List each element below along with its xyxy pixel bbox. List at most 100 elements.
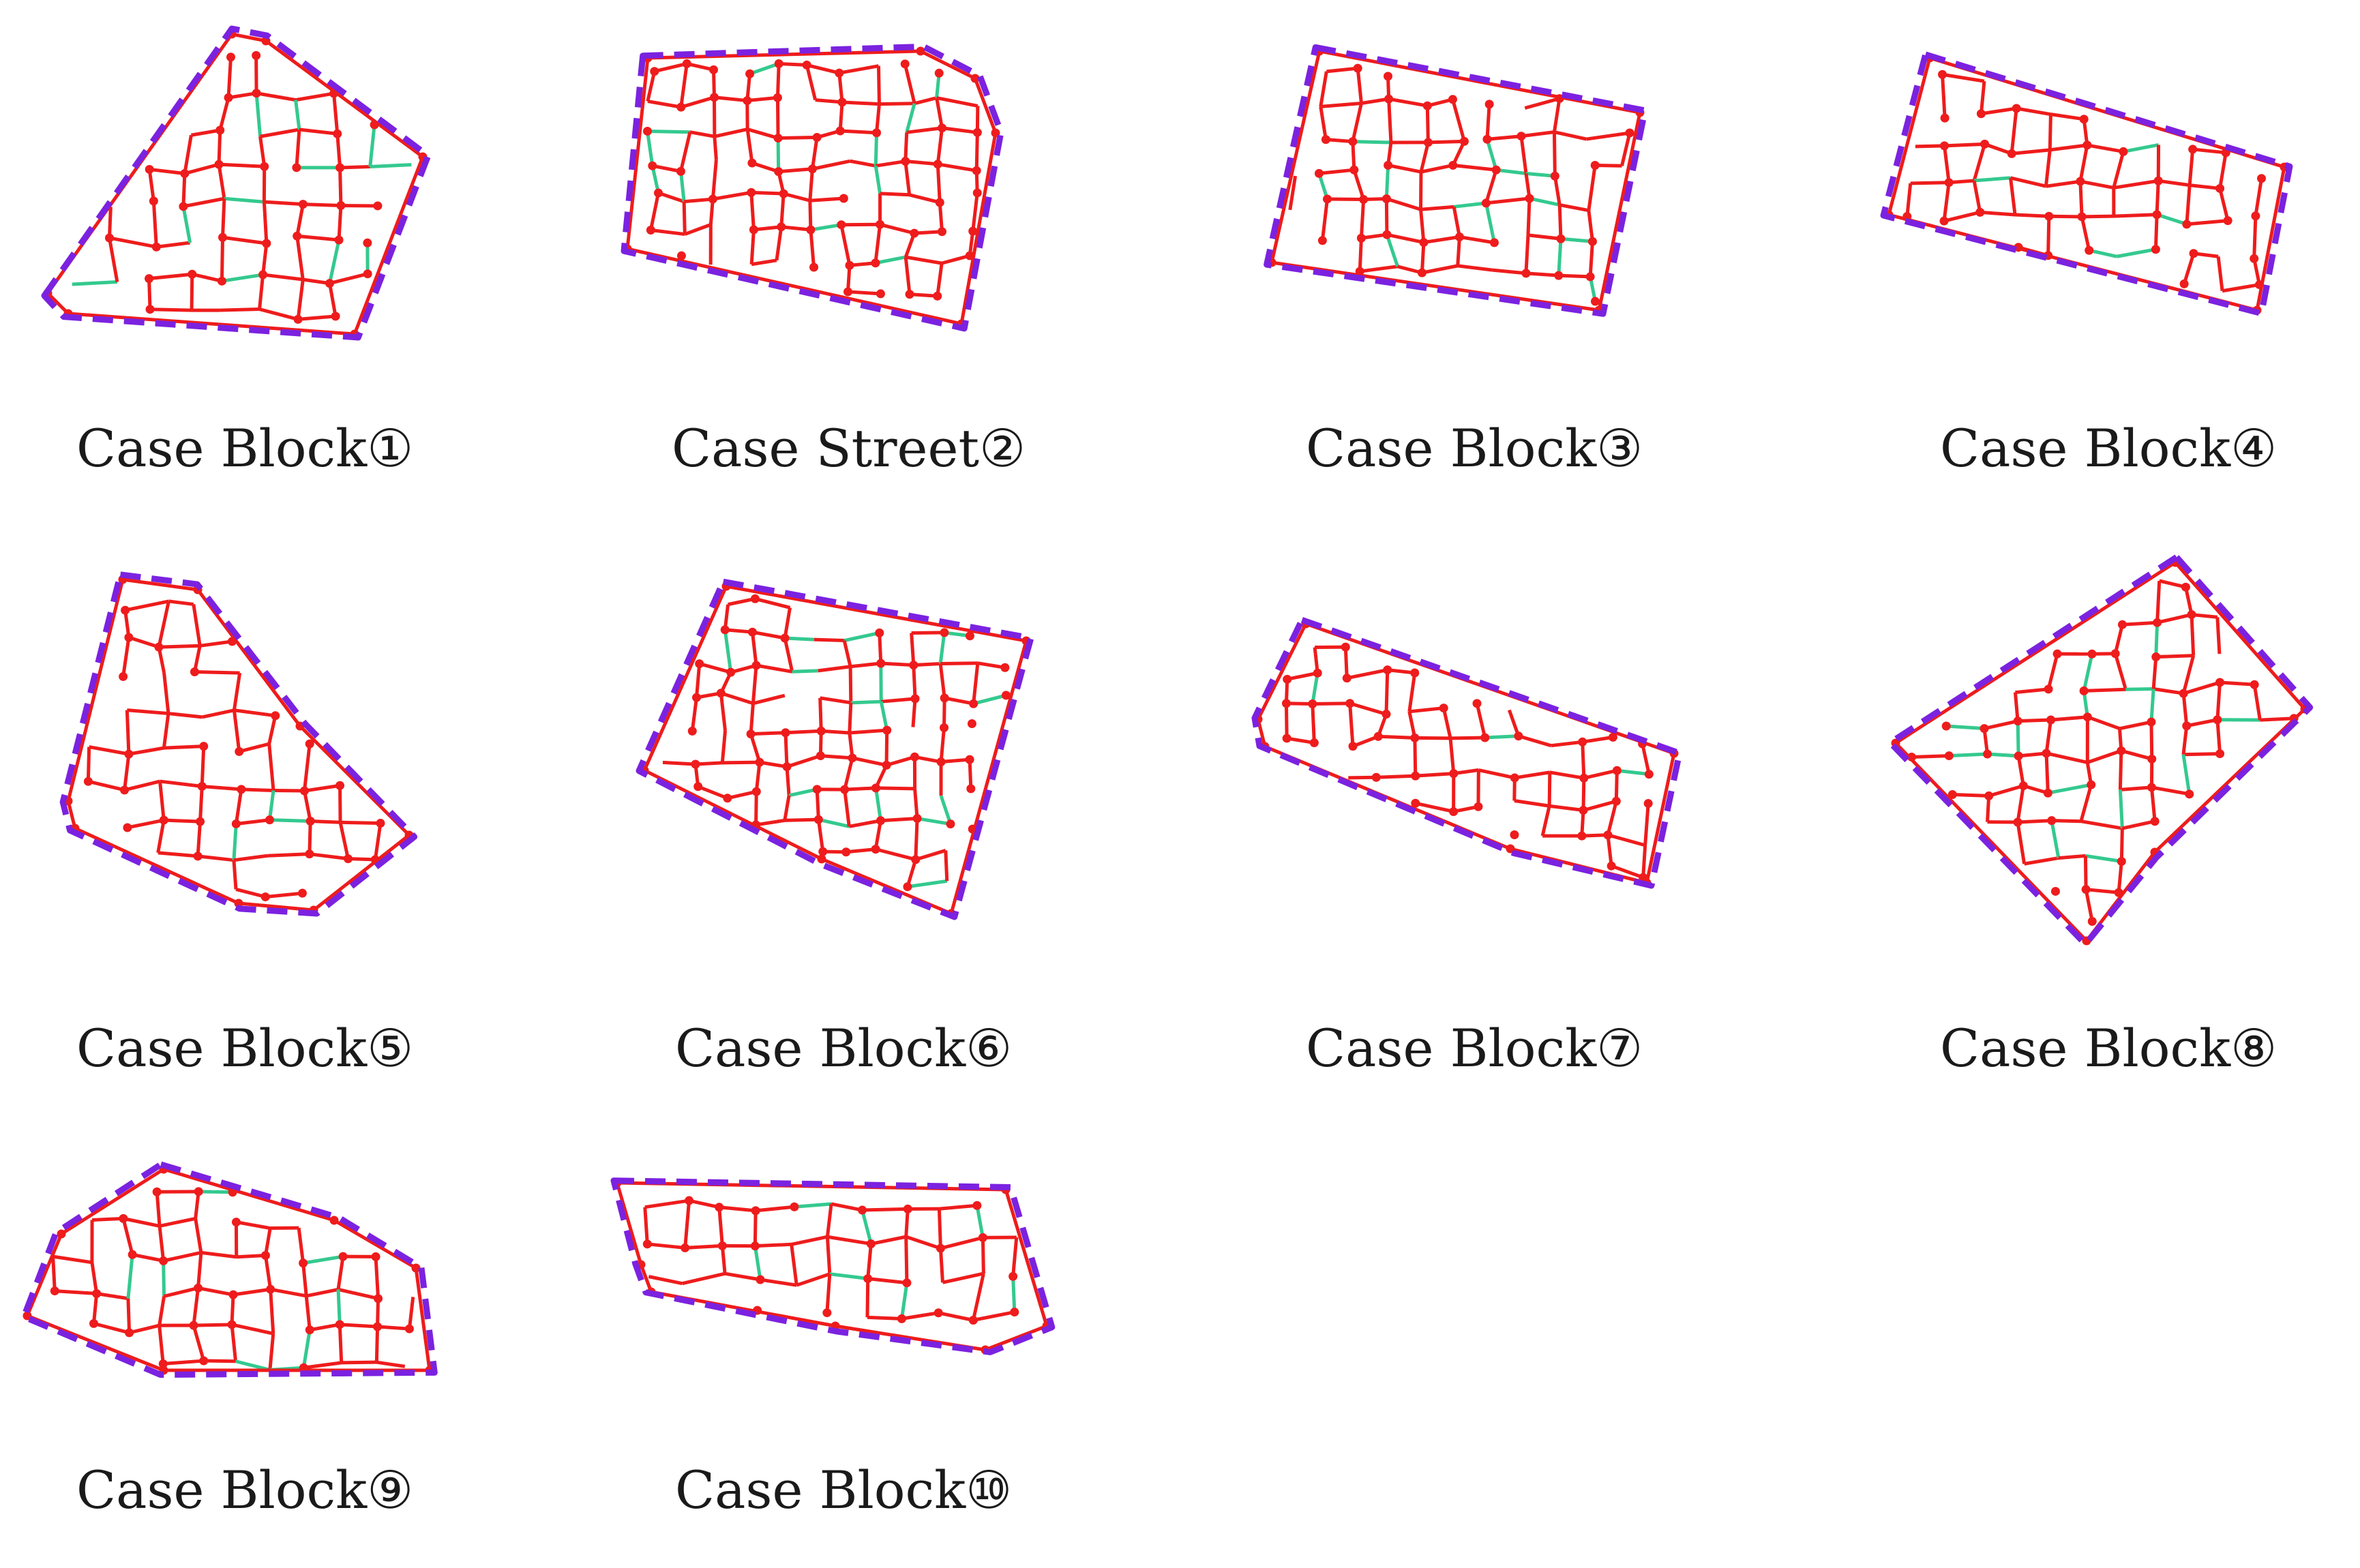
street-network (1891, 558, 2310, 946)
road-segment (816, 819, 825, 852)
connector-segment (232, 824, 238, 860)
network-node (1489, 238, 1499, 247)
road-segment (783, 795, 791, 821)
road-segment (309, 852, 348, 861)
road-segment (232, 860, 238, 890)
network-node (871, 783, 880, 793)
road-segment (2149, 722, 2154, 759)
road-segment (1407, 672, 1417, 712)
network-node (1984, 791, 1994, 800)
connector-segment (873, 787, 882, 821)
road-segment (840, 129, 877, 135)
road-segment (881, 697, 916, 704)
road-segment (236, 1253, 266, 1259)
road-segment (2183, 752, 2220, 757)
network-node (720, 625, 730, 635)
road-segment (848, 666, 853, 703)
network-node (1907, 752, 1916, 762)
network-node (812, 785, 822, 794)
road-segment (944, 696, 974, 706)
network-node (1608, 732, 1617, 742)
road-segment (1326, 66, 1358, 74)
road-segment (2015, 687, 2049, 695)
road-segment (2013, 692, 2020, 721)
network-node (1439, 704, 1448, 713)
connector-segment (1485, 138, 1498, 170)
network-node (1381, 194, 1391, 204)
network-node (901, 157, 910, 166)
network-node (2087, 780, 2096, 789)
road-segment (820, 754, 853, 760)
network-node (743, 96, 752, 106)
connector-segment (370, 163, 412, 169)
connector-segment (829, 1272, 869, 1281)
road-segment (937, 1209, 942, 1249)
connector-segment (1495, 168, 1527, 175)
road-segment (1452, 206, 1461, 237)
road-segment (228, 91, 257, 100)
network-node (1422, 101, 1432, 110)
network-node (839, 194, 848, 203)
network-node (234, 899, 243, 908)
road-segment (756, 663, 793, 674)
network-node (910, 752, 919, 762)
network-node (334, 235, 344, 245)
road-segment (878, 633, 883, 664)
connector-segment (905, 103, 916, 133)
road-segment (2084, 889, 2094, 922)
network-node (1009, 1271, 1018, 1281)
network-node (1411, 771, 1420, 781)
road-segment (719, 1205, 756, 1213)
network-node (750, 1241, 760, 1251)
network-node (1514, 732, 1523, 741)
road-segment (938, 1248, 944, 1283)
network-node (2250, 680, 2259, 689)
road-segment (303, 790, 312, 821)
road-segment (940, 1235, 984, 1250)
road-segment (198, 786, 204, 822)
road-segment (914, 755, 942, 764)
road-segment (1944, 142, 1985, 148)
connector-segment (336, 1289, 342, 1325)
road-segment (90, 1262, 99, 1294)
street-network (640, 582, 1031, 918)
road-segment (751, 190, 784, 196)
road-segment (1518, 734, 1552, 748)
connector-segment (2156, 213, 2187, 226)
road-segment (683, 1200, 691, 1248)
network-node (258, 270, 268, 280)
network-node (2250, 254, 2259, 263)
road-segment (876, 65, 881, 104)
network-node (1423, 138, 1433, 147)
network-node (1356, 233, 1366, 243)
network-node (1976, 109, 1986, 119)
road-segment (2151, 657, 2158, 689)
road-segment (338, 821, 350, 860)
network-node (1383, 665, 1392, 675)
road-segment (2078, 145, 2089, 182)
road-segment (162, 713, 170, 749)
road-segment (2157, 179, 2190, 187)
connector-segment (1484, 734, 1519, 740)
block-boundary (41, 25, 432, 341)
connector-segment (879, 701, 889, 731)
road-segment (815, 98, 843, 104)
road-segment (305, 1287, 339, 1298)
road-segment (753, 225, 782, 232)
road-segment (1595, 163, 1622, 168)
network-node (370, 120, 379, 130)
connector-segment (792, 669, 818, 674)
network-node (151, 242, 161, 252)
network-node (2050, 886, 2060, 896)
network-node (124, 633, 134, 642)
network-node (2087, 649, 2097, 659)
road-segment (200, 746, 206, 787)
road-segment (2121, 819, 2155, 830)
network-node (1373, 732, 1383, 741)
road-segment (1343, 647, 1349, 678)
road-segment (1352, 734, 1379, 748)
network-node (1480, 733, 1490, 742)
connector-segment (1385, 234, 1399, 267)
network-node (2179, 279, 2189, 288)
